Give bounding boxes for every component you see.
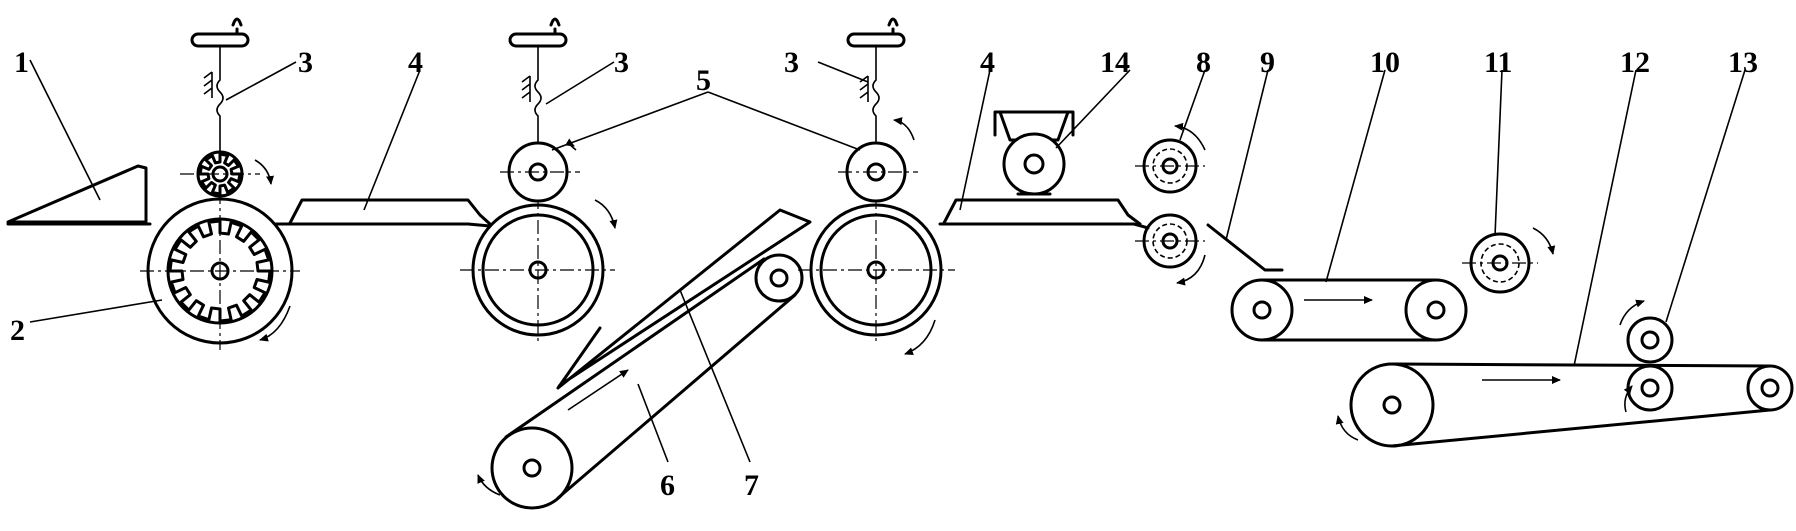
label-1: 1 (14, 46, 29, 79)
pressing-roller (993, 110, 1075, 196)
label-3b: 3 (614, 46, 629, 79)
label-8: 8 (1196, 46, 1211, 79)
rotation-arrows (254, 117, 1645, 496)
transfer-plate-2 (938, 198, 1150, 230)
label-5: 5 (696, 64, 711, 97)
label-3a: 3 (298, 46, 313, 79)
label-11: 11 (1484, 46, 1512, 79)
pull-roll-pair (1135, 138, 1205, 269)
labels: 1 2 3 3 3 4 4 5 6 7 8 9 10 11 12 13 14 (10, 46, 1758, 502)
leader-lines (29, 59, 1746, 463)
pressure-screw-2 (508, 17, 568, 152)
feed-table (6, 164, 152, 226)
gear-teeth (168, 219, 272, 323)
label-12: 12 (1620, 46, 1650, 79)
gear-roll-assembly (140, 150, 300, 350)
label-7: 7 (744, 469, 759, 502)
return-conveyor (490, 253, 804, 510)
transfer-plate-1 (274, 198, 492, 228)
label-10: 10 (1370, 46, 1400, 79)
label-3c: 3 (784, 46, 799, 79)
label-4b: 4 (980, 46, 995, 79)
slitting-knife (1206, 223, 1284, 272)
label-14: 14 (1100, 46, 1130, 79)
label-6: 6 (660, 469, 675, 502)
label-9: 9 (1260, 46, 1275, 79)
pressure-screw-3 (846, 17, 906, 152)
chute (556, 208, 812, 390)
roll-pair-middle (460, 141, 615, 345)
label-4a: 4 (408, 46, 423, 79)
pressure-screw-1 (190, 17, 250, 152)
cooling-roll (1462, 232, 1538, 294)
output-conveyor (1349, 362, 1794, 448)
label-13: 13 (1728, 46, 1758, 79)
roll-pair-right (798, 141, 955, 345)
transfer-conveyor (1230, 278, 1468, 342)
label-2: 2 (10, 314, 25, 347)
